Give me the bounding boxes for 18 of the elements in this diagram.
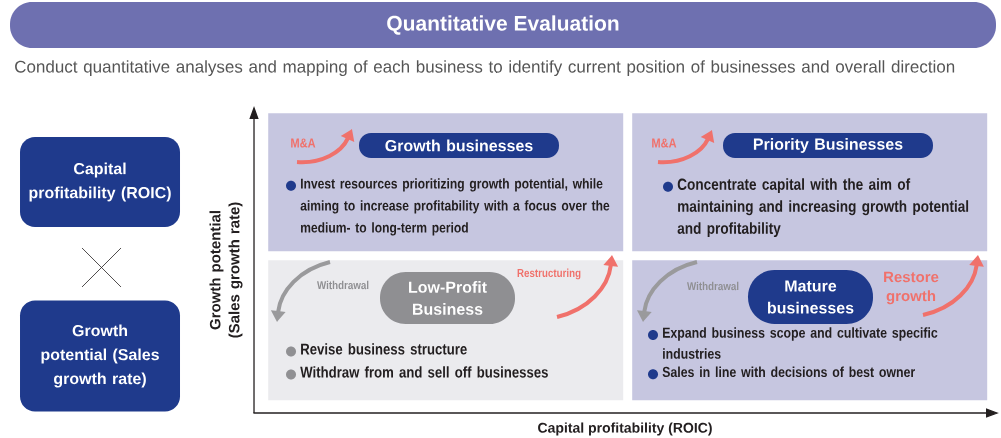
- category-box: Growth potential (Sales growth rate): [20, 300, 180, 412]
- title-band: Quantitative Evaluation: [10, 2, 996, 48]
- bullet-item: Sales in line with decisions of best owner: [648, 366, 915, 380]
- bullet-item: Withdraw from and sell off businesses: [286, 366, 548, 380]
- category-pill: Growth businesses: [359, 133, 559, 158]
- arrow-label: M&A: [291, 138, 316, 148]
- category-box: Capital profitability (ROIC): [20, 137, 180, 227]
- arrow-label: Restructuring: [517, 268, 581, 280]
- bullet-item: Expand business scope and cultivate specific industries: [648, 327, 938, 359]
- bullet-item: Revise business structure: [286, 343, 467, 357]
- bullet-item: Concentrate capital with the aim of maintaining and increasing growth potential and profitability: [663, 178, 969, 238]
- arrow-label: M&A: [652, 138, 677, 148]
- arrow-label: Withdrawal: [317, 280, 369, 290]
- category-pill: Priority Businesses: [723, 133, 933, 158]
- axis-label: Growth potential (Sales growth rate): [209, 202, 243, 338]
- axis-label: Capital profitability (ROIC): [538, 422, 712, 436]
- subtitle: Conduct quantitative analyses and mapping of each business to identify current position of businesses and overall direction: [15, 60, 955, 77]
- bullet-item: Invest resources prioritizing growth potential, while aiming to increase profitability with a focus over the medium- to long-term period: [286, 178, 610, 236]
